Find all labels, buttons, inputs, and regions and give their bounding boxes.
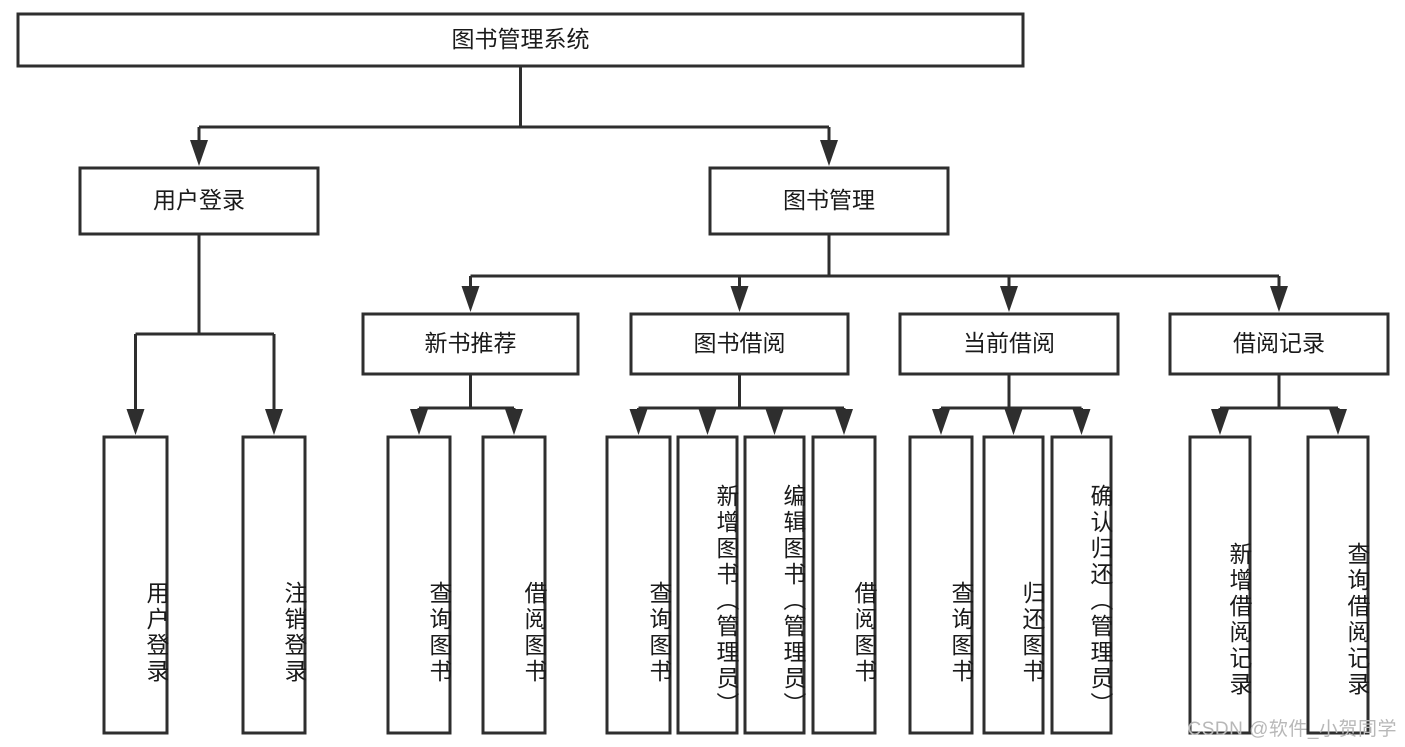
arrow-head-icon bbox=[505, 409, 523, 435]
node-l2-1-label: 图书管理 bbox=[783, 187, 875, 213]
node-l3-0-rect[interactable] bbox=[361, 312, 580, 376]
leaf-node-10-rect[interactable] bbox=[1050, 435, 1113, 735]
leaf-node-7-rect[interactable] bbox=[811, 435, 877, 735]
leaf-node-12-rect[interactable] bbox=[1306, 435, 1370, 735]
arrow-head-icon bbox=[765, 409, 784, 435]
arrow-head-icon bbox=[835, 409, 853, 435]
node-root-rect[interactable] bbox=[16, 12, 1025, 68]
arrow-head-icon bbox=[730, 286, 749, 312]
leaf-node-0-rect[interactable] bbox=[102, 435, 169, 735]
leaf-node-6-rect[interactable] bbox=[743, 435, 806, 735]
node-l2-0-rect[interactable] bbox=[78, 166, 320, 236]
leaf-node-3-rect[interactable] bbox=[481, 435, 547, 735]
node-l2-0[interactable]: 用户登录 bbox=[78, 166, 320, 236]
arrow-head-icon bbox=[698, 409, 717, 435]
node-l3-3[interactable]: 借阅记录 bbox=[1168, 312, 1390, 376]
node-root-label: 图书管理系统 bbox=[452, 26, 590, 52]
arrow-head-icon bbox=[126, 409, 145, 435]
node-l3-2[interactable]: 当前借阅 bbox=[898, 312, 1120, 376]
arrow-head-icon bbox=[1072, 409, 1091, 435]
arrow-head-icon bbox=[1329, 409, 1347, 435]
arrow-head-icon bbox=[820, 140, 838, 166]
leaf-node-2-rect[interactable] bbox=[386, 435, 452, 735]
node-l2-1[interactable]: 图书管理 bbox=[708, 166, 950, 236]
arrow-head-icon bbox=[461, 286, 480, 312]
arrow-head-icon bbox=[629, 409, 648, 435]
arrow-head-icon bbox=[190, 140, 208, 166]
leaf-node-5-rect[interactable] bbox=[676, 435, 739, 735]
node-l3-1-rect[interactable] bbox=[629, 312, 850, 376]
node-l3-0[interactable]: 新书推荐 bbox=[361, 312, 580, 376]
leaf-node-4-rect[interactable] bbox=[605, 435, 672, 735]
watermark-label: CSDN @软件_小贺同学 bbox=[1187, 719, 1397, 740]
arrow-head-icon bbox=[1000, 286, 1018, 312]
arrow-head-icon bbox=[1270, 286, 1288, 312]
arrow-head-icon bbox=[1211, 409, 1229, 435]
node-l3-2-rect[interactable] bbox=[898, 312, 1120, 376]
node-l3-3-label: 借阅记录 bbox=[1233, 330, 1325, 356]
arrow-head-icon bbox=[1004, 409, 1023, 435]
node-l2-0-label: 用户登录 bbox=[153, 187, 245, 213]
node-l3-1-label: 图书借阅 bbox=[694, 330, 786, 356]
node-l2-1-rect[interactable] bbox=[708, 166, 950, 236]
node-root[interactable]: 图书管理系统 bbox=[16, 12, 1025, 68]
node-l3-2-label: 当前借阅 bbox=[963, 330, 1055, 356]
node-l3-3-rect[interactable] bbox=[1168, 312, 1390, 376]
arrow-head-icon bbox=[410, 409, 428, 435]
leaf-node-9-rect[interactable] bbox=[982, 435, 1045, 735]
leaf-node-8-rect[interactable] bbox=[908, 435, 974, 735]
node-l3-0-label: 新书推荐 bbox=[425, 330, 517, 356]
arrow-head-icon bbox=[932, 409, 950, 435]
leaf-node-1-rect[interactable] bbox=[241, 435, 307, 735]
edges-layer bbox=[126, 66, 1347, 435]
node-l3-1[interactable]: 图书借阅 bbox=[629, 312, 850, 376]
arrow-head-icon bbox=[265, 409, 283, 435]
leaf-node-11-rect[interactable] bbox=[1188, 435, 1252, 735]
